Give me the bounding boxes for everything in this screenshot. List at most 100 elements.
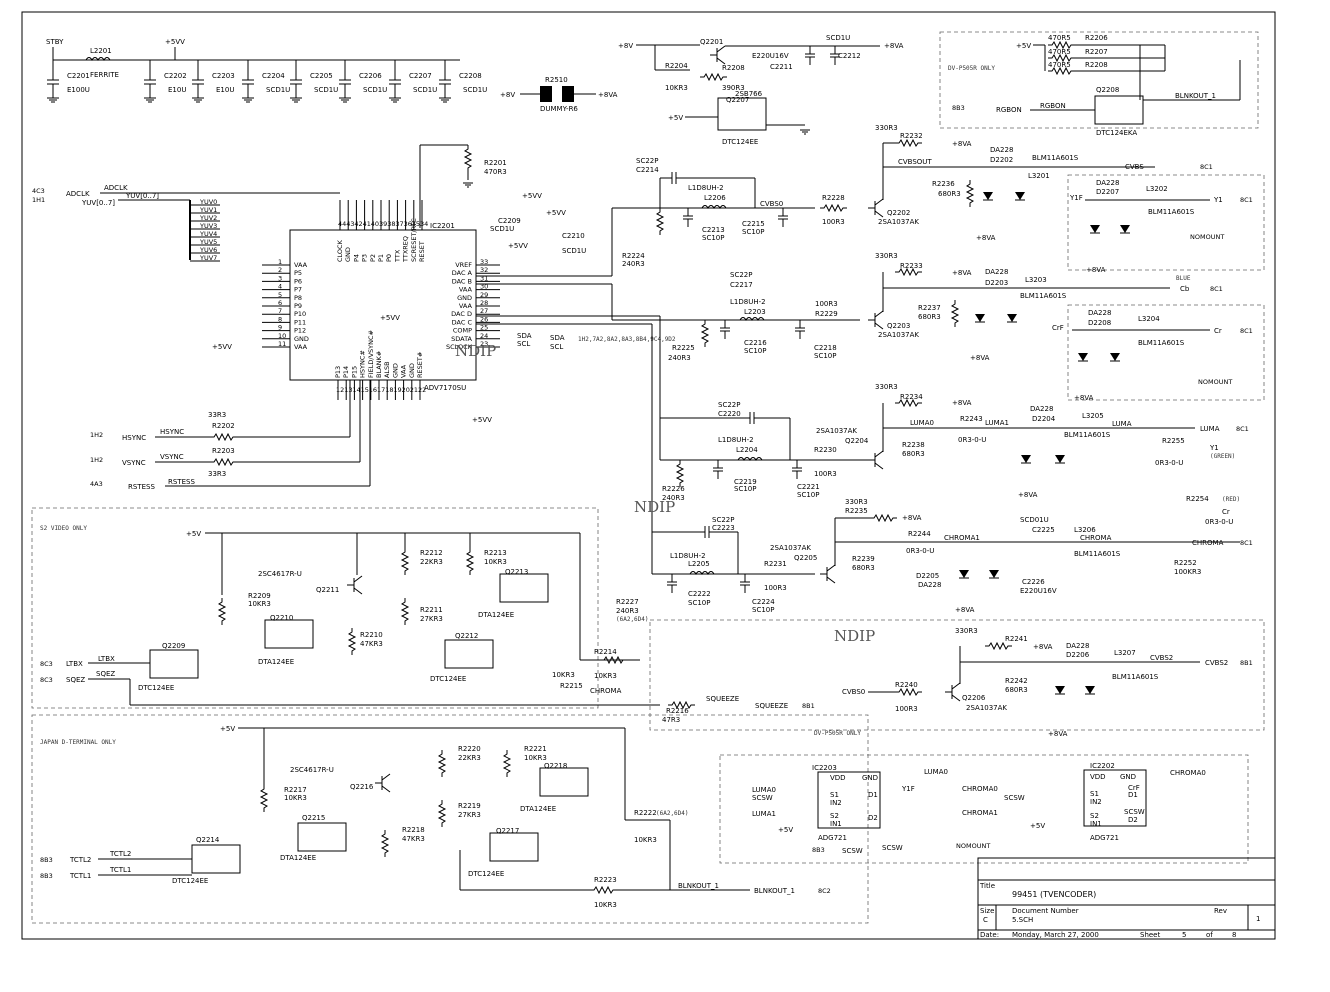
svg-text:GND: GND [391, 363, 399, 378]
svg-text:SC10P: SC10P [734, 485, 756, 493]
svg-text:R2214: R2214 [594, 648, 617, 656]
svg-text:1H2: 1H2 [90, 431, 103, 439]
svg-text:Cr: Cr [1222, 508, 1230, 516]
svg-text:100R3: 100R3 [764, 584, 787, 592]
svg-text:10KR3: 10KR3 [552, 671, 575, 679]
svg-text:SC10P: SC10P [797, 491, 819, 499]
svg-text:SC10P: SC10P [752, 606, 774, 614]
svg-text:P6: P6 [294, 277, 302, 285]
svg-text:390R3: 390R3 [722, 84, 745, 92]
svg-text:+5V: +5V [1016, 42, 1031, 50]
svg-text:R2232: R2232 [900, 132, 923, 140]
svg-text:C2202: C2202 [164, 72, 187, 80]
svg-text:CVBS: CVBS [1125, 163, 1144, 171]
svg-text:R2235: R2235 [845, 507, 868, 515]
svg-text:Y1: Y1 [1213, 196, 1223, 204]
svg-text:C2218: C2218 [814, 344, 837, 352]
svg-text:33R3: 33R3 [208, 411, 226, 419]
svg-text:D1: D1 [1128, 791, 1138, 799]
svg-text:2SA1037AK: 2SA1037AK [816, 427, 857, 435]
svg-text:+8V: +8V [500, 91, 515, 99]
svg-text:DA228: DA228 [990, 146, 1013, 154]
svg-text:SCD1U: SCD1U [463, 86, 487, 94]
svg-text:CrF: CrF [1052, 324, 1064, 332]
svg-text:Y1F: Y1F [1069, 194, 1083, 202]
l2201-label: L2201 [90, 47, 112, 55]
svg-text:BLM11A601S: BLM11A601S [1074, 550, 1121, 558]
svg-text:S2 VIDEO ONLY: S2 VIDEO ONLY [40, 525, 87, 532]
svg-text:330R3: 330R3 [955, 627, 978, 635]
svg-text:C2221: C2221 [797, 483, 820, 491]
svg-text:(GREEN): (GREEN) [1210, 453, 1235, 460]
svg-text:S2: S2 [1090, 812, 1099, 820]
svg-text:P1: P1 [377, 254, 385, 262]
analog-switches: IC2203 VDD GND S1 IN2 D1 S2 IN1 D2 ADG72… [752, 730, 1206, 855]
svg-text:IN2: IN2 [830, 799, 842, 807]
sheet-value: 5 [1182, 931, 1186, 939]
svg-text:S2: S2 [830, 812, 839, 820]
svg-text:RESET#: RESET# [416, 352, 424, 378]
svg-text:44: 44 [338, 220, 346, 228]
svg-text:CLOCK: CLOCK [336, 239, 344, 262]
svg-text:L3201: L3201 [1028, 172, 1050, 180]
svg-text:R2209: R2209 [248, 592, 271, 600]
svg-text:1H1: 1H1 [32, 196, 45, 204]
svg-text:SQUEEZE: SQUEEZE [755, 702, 788, 710]
svg-text:+8VA: +8VA [1074, 394, 1094, 402]
svg-text:COMP: COMP [453, 327, 472, 335]
svg-text:R2233: R2233 [900, 262, 923, 270]
svg-text:HSYNC#: HSYNC# [359, 350, 367, 378]
svg-text:47R3: 47R3 [662, 716, 680, 724]
svg-text:24: 24 [480, 332, 488, 340]
svg-text:SC22P: SC22P [730, 271, 752, 279]
watermark-ndip-3: NDIP [834, 627, 875, 645]
svg-text:SC10P: SC10P [702, 234, 724, 242]
svg-text:R2236: R2236 [932, 180, 955, 188]
svg-text:GND: GND [1120, 773, 1136, 781]
svg-text:ADG721: ADG721 [818, 834, 847, 842]
svg-text:8: 8 [278, 315, 282, 323]
svg-text:NOMOUNT: NOMOUNT [1190, 233, 1224, 241]
svg-text:+8VA: +8VA [1018, 491, 1038, 499]
svg-text:27: 27 [480, 307, 488, 315]
svg-text:CHROMA0: CHROMA0 [1170, 769, 1206, 777]
svg-text:GND: GND [408, 363, 416, 378]
svg-text:D2202: D2202 [990, 156, 1013, 164]
svg-text:+5VV: +5VV [212, 343, 232, 351]
svg-text:HSYNC: HSYNC [122, 434, 146, 442]
svg-text:VAA: VAA [459, 286, 473, 294]
svg-text:LUMA: LUMA [1112, 420, 1132, 428]
svg-text:DTC124EE: DTC124EE [138, 684, 174, 692]
svg-text:C2203: C2203 [212, 72, 235, 80]
svg-text:R2203: R2203 [212, 447, 235, 455]
svg-text:15: 15 [361, 386, 369, 394]
svg-text:DTA124EE: DTA124EE [520, 805, 556, 813]
svg-text:YUV2: YUV2 [199, 214, 217, 222]
svg-text:12: 12 [336, 386, 344, 394]
svg-text:NOMOUNT: NOMOUNT [1198, 378, 1232, 386]
svg-text:7: 7 [278, 307, 282, 315]
svg-text:P12: P12 [294, 327, 306, 335]
svg-text:R2212: R2212 [420, 549, 443, 557]
svg-text:D2204: D2204 [1032, 415, 1056, 423]
svg-text:SC22P: SC22P [718, 401, 740, 409]
svg-text:10KR3: 10KR3 [248, 600, 271, 608]
svg-text:+8VA: +8VA [952, 399, 972, 407]
svg-text:R2226: R2226 [662, 485, 685, 493]
svg-text:RGBON: RGBON [996, 106, 1022, 114]
svg-text:22: 22 [418, 386, 426, 394]
watermark-ndip-1: NDIP [455, 342, 496, 360]
title-value: 99451 (TVENCODER) [1012, 890, 1096, 899]
svg-text:D2: D2 [1128, 816, 1138, 824]
svg-text:470R5: 470R5 [1048, 34, 1071, 42]
svg-text:SCD1U: SCD1U [826, 34, 850, 42]
svg-text:CVBSOUT: CVBSOUT [898, 158, 932, 166]
svg-text:31: 31 [480, 274, 488, 282]
svg-text:33R3: 33R3 [208, 470, 226, 478]
svg-text:BLM11A601S: BLM11A601S [1148, 208, 1195, 216]
svg-text:SCD01U: SCD01U [1020, 516, 1049, 524]
svg-text:Q2214: Q2214 [196, 836, 220, 844]
